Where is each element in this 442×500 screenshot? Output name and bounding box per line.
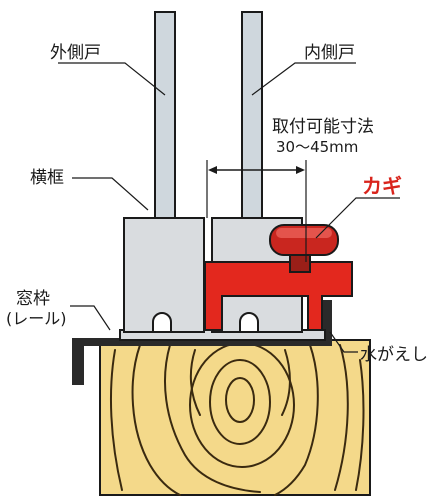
dimension-indicator <box>206 160 307 262</box>
outer-door-glass <box>154 11 176 223</box>
drip-label: 水がえし <box>360 345 428 365</box>
outer-door-frame <box>123 217 205 333</box>
leader-window-frame <box>70 305 111 331</box>
inner-door-label: 内側戸 <box>304 43 355 63</box>
leader-lock <box>315 197 400 239</box>
mount-range-title: 取付可能寸法 <box>272 117 374 137</box>
outer-door-label: 外側戸 <box>50 43 101 63</box>
dimension-arrow-right <box>296 166 305 174</box>
leader-outer-door <box>58 62 166 96</box>
lock-knob <box>269 224 339 256</box>
wood-body <box>99 339 371 496</box>
wood-grain <box>110 342 365 496</box>
rail-label: (レール) <box>6 309 67 328</box>
window-frame-label: 窓枠 <box>16 289 50 309</box>
leader-drip <box>329 331 358 353</box>
drip-lip <box>322 300 332 346</box>
sill-drip-edge <box>72 300 332 385</box>
leader-frame <box>72 177 149 211</box>
lock-label: カギ <box>362 174 402 198</box>
mount-range-value: 30～45mm <box>276 138 358 156</box>
wood-block <box>99 339 371 496</box>
leader-inner-door <box>251 62 356 96</box>
dimension-arrow-left <box>208 166 217 174</box>
frame-label: 横框 <box>30 168 64 188</box>
lock-clamp <box>204 261 353 331</box>
inner-door-glass <box>241 11 263 223</box>
sill-plate <box>72 338 332 385</box>
